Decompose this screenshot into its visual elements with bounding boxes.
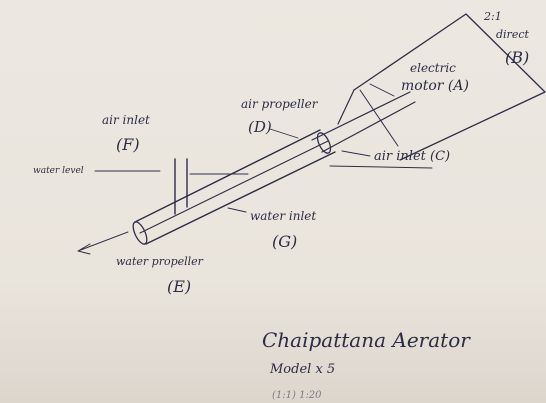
dir-letter: (B) — [505, 48, 529, 67]
drive-shaft-lower — [321, 101, 416, 153]
water-propeller-label: water propeller — [116, 255, 204, 268]
air-inlet-pipe — [174, 158, 188, 215]
air-inlet-c-label: air inlet (C) — [374, 149, 450, 164]
leader-air-inlet-c — [341, 150, 371, 157]
air-inlet-f-letter: (F) — [116, 135, 140, 154]
caption-bottom: (1:1) 1:20 — [272, 390, 322, 401]
water-propeller-letter: (E) — [167, 277, 191, 296]
outflow-arrow — [77, 231, 129, 255]
dir-text: direct — [496, 28, 529, 41]
caption-model: Model x 5 — [269, 362, 335, 377]
drive-shaft — [311, 91, 411, 141]
water-level-label: water level — [33, 166, 84, 176]
motor-label-line2: motor (A) — [401, 78, 469, 94]
caption-title: Chaipattana Aerator — [262, 328, 471, 352]
air-propeller-label: air propeller — [241, 97, 319, 111]
water-inlet-letter: (G) — [272, 232, 297, 251]
leader-motor — [369, 83, 395, 97]
leader-air-propeller — [269, 128, 299, 139]
water-level-line — [94, 165, 433, 175]
water-inlet-label: water inlet — [250, 209, 316, 223]
motor-label-line1: electric — [410, 61, 456, 75]
air-inlet-f-label: air inlet — [102, 113, 150, 127]
main-tube — [132, 129, 336, 245]
motor-housing — [337, 13, 546, 161]
leader-water-inlet — [227, 207, 247, 213]
air-propeller-letter: (D) — [248, 118, 272, 136]
dir-top-text: 2:1 — [483, 10, 502, 23]
